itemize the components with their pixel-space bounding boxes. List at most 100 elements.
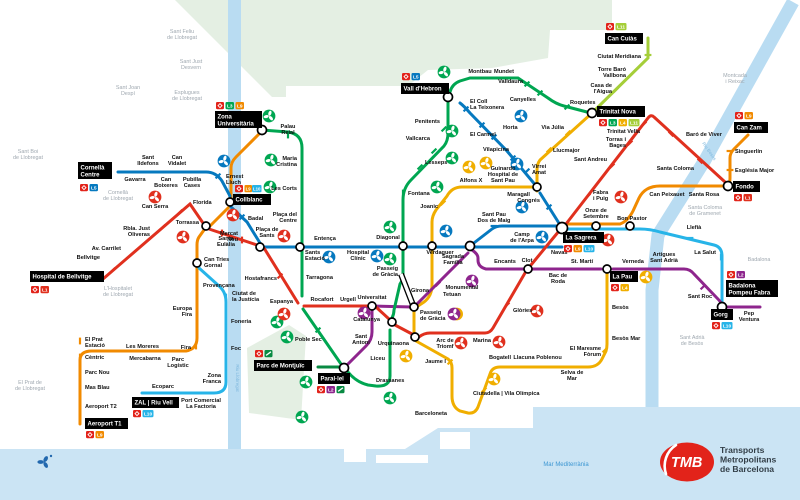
station-Mundet[interactable] <box>500 76 508 80</box>
station-Tarragona[interactable] <box>300 273 304 281</box>
terminus-Hospital de Bellvitge[interactable]: Hospital de BellvitgeL1 <box>30 271 104 293</box>
station-Marina[interactable] <box>478 331 486 335</box>
station-Pep Ventura[interactable] <box>740 305 748 309</box>
station-Ciutat Meridiana[interactable] <box>644 53 652 57</box>
station-Gavarra[interactable] <box>131 170 139 174</box>
station-Cèntric[interactable] <box>78 353 82 361</box>
terminus-Can Zam[interactable]: Can ZamL9 <box>734 112 768 133</box>
station-Torras i Bages[interactable] <box>626 139 634 147</box>
station-Zona Franca[interactable] <box>224 370 228 378</box>
station-Alfons X[interactable] <box>474 185 482 189</box>
station-Av. Carrilet[interactable] <box>121 256 129 264</box>
station-Vallcarca[interactable] <box>430 147 438 155</box>
terminus-Trinitat Nova[interactable]: Trinitat NovaL3L4L11 <box>597 106 645 126</box>
station-Mercabarna[interactable] <box>141 349 149 353</box>
station-Jaume I[interactable] <box>446 358 454 366</box>
terminus-Vall d'Hebron[interactable]: Vall d'HebronL5 <box>401 73 449 94</box>
interchange-station[interactable] <box>555 221 569 235</box>
station-Plaça del Centre[interactable] <box>300 214 304 222</box>
station-Casa de l'Aigua[interactable] <box>612 86 620 94</box>
interchange-station[interactable] <box>338 362 350 374</box>
station-Palau Reial[interactable] <box>286 131 290 139</box>
station-Ecoparc[interactable] <box>159 391 167 395</box>
station-Besòs Mar[interactable] <box>605 334 609 342</box>
station-Les Corts[interactable] <box>300 181 304 189</box>
station-Hospital Clínic[interactable] <box>354 245 362 249</box>
station-Fabra i Puig[interactable] <box>584 192 592 200</box>
station-Liceu[interactable] <box>388 354 392 362</box>
station-Glòries[interactable] <box>503 301 511 309</box>
station-Les Moreres[interactable] <box>116 349 124 353</box>
station-Santa Coloma[interactable] <box>696 157 704 165</box>
station-Roquetes[interactable] <box>563 103 571 111</box>
station-Església Major[interactable] <box>726 168 734 172</box>
station-Sant Roc[interactable] <box>699 283 707 291</box>
station-Bellvitge[interactable] <box>109 266 117 274</box>
station-Can Peixauet[interactable] <box>668 184 676 188</box>
station-Canyelles[interactable] <box>536 89 544 97</box>
interchange-station[interactable] <box>409 302 419 312</box>
station-Llefià[interactable] <box>686 236 694 240</box>
interchange-station[interactable] <box>722 180 734 192</box>
station-Ciutat de la Justícia[interactable] <box>224 293 228 301</box>
station-Rbla. Just Oliveras[interactable] <box>143 237 151 245</box>
station-Guinardó | Hospital de Sant Pau[interactable] <box>501 185 509 189</box>
station-Hostafrancs[interactable] <box>276 272 284 280</box>
station-Can Vidalet[interactable] <box>173 170 181 174</box>
station-Horta[interactable] <box>490 133 498 141</box>
station-El Coll | La Teixonera[interactable] <box>462 105 470 113</box>
interchange-station[interactable] <box>255 242 265 252</box>
station-El Maresme | Fòrum[interactable] <box>601 346 609 354</box>
terminus-La Sagrera[interactable]: La SagreraL9L10 <box>563 232 604 252</box>
station-Via Júlia[interactable] <box>564 129 572 137</box>
station-Virrei Amat[interactable] <box>523 167 531 175</box>
interchange-station[interactable] <box>523 264 533 274</box>
station-Europa | Fira[interactable] <box>195 309 199 317</box>
station-Maria Cristina[interactable] <box>300 159 304 167</box>
station-Baró de Viver[interactable] <box>667 130 675 138</box>
station-Artigues | Sant Adrià[interactable] <box>659 267 667 271</box>
terminus-Badalona Pompeu Fabra[interactable]: BadalonaPompeu FabraL2 <box>726 271 778 297</box>
station-St. Martí[interactable] <box>578 267 586 271</box>
station-Mas Blau[interactable] <box>78 383 82 391</box>
station-Foc[interactable] <box>224 344 228 352</box>
station-Can Boixeres[interactable] <box>162 170 170 174</box>
interchange-station[interactable] <box>625 221 635 231</box>
terminus-La Pau[interactable]: La PauL4 <box>610 271 638 291</box>
station-Drassanes[interactable] <box>373 384 381 388</box>
station-Singuerlín[interactable] <box>726 149 734 153</box>
station-Florida[interactable] <box>176 208 184 216</box>
terminus-Zona Universitària[interactable]: ZonaUniversitàriaL3L9 <box>215 102 262 128</box>
station-Santa Rosa[interactable] <box>700 184 708 188</box>
station-Bogatell[interactable] <box>502 365 510 369</box>
station-Navas[interactable] <box>541 244 549 252</box>
interchange-station[interactable] <box>192 258 202 268</box>
station-Verneda[interactable] <box>629 267 637 271</box>
station-Urgell[interactable] <box>344 304 352 308</box>
station-Llacuna[interactable] <box>523 365 531 369</box>
station-Passeig de Gràcia[interactable] <box>401 268 405 276</box>
station-Poble Sec[interactable] <box>314 326 322 334</box>
station-Barceloneta[interactable] <box>450 392 454 400</box>
station-La Salut[interactable] <box>719 253 723 261</box>
station-Valldaura[interactable] <box>523 80 531 88</box>
interchange-station[interactable] <box>225 197 235 207</box>
station-Foneria[interactable] <box>224 317 228 325</box>
station-Parc Nou[interactable] <box>78 368 82 376</box>
terminus-Can Cuiàs[interactable]: Can CuiàsL11 <box>605 23 643 44</box>
station-Arc de Triomf[interactable] <box>441 331 449 335</box>
station-Poblenou[interactable] <box>545 365 553 369</box>
station-Camp de l'Arpa[interactable] <box>520 224 528 228</box>
station-Llucmajor[interactable] <box>545 146 553 154</box>
interchange-station[interactable] <box>464 240 476 252</box>
station-Rocafort[interactable] <box>318 304 326 308</box>
terminus-Aeroport T1[interactable]: Aeroport T1L9 <box>85 418 128 438</box>
station-Badal[interactable] <box>238 213 246 221</box>
interchange-station[interactable] <box>398 241 408 251</box>
station-Besòs[interactable] <box>605 303 609 311</box>
terminus-Cornellà Centre[interactable]: CornellàCentreL5 <box>78 162 112 191</box>
station-Torre Baró | Vallbona[interactable] <box>626 72 634 80</box>
station-Sant Pau | Dos de Maig[interactable] <box>490 224 498 228</box>
